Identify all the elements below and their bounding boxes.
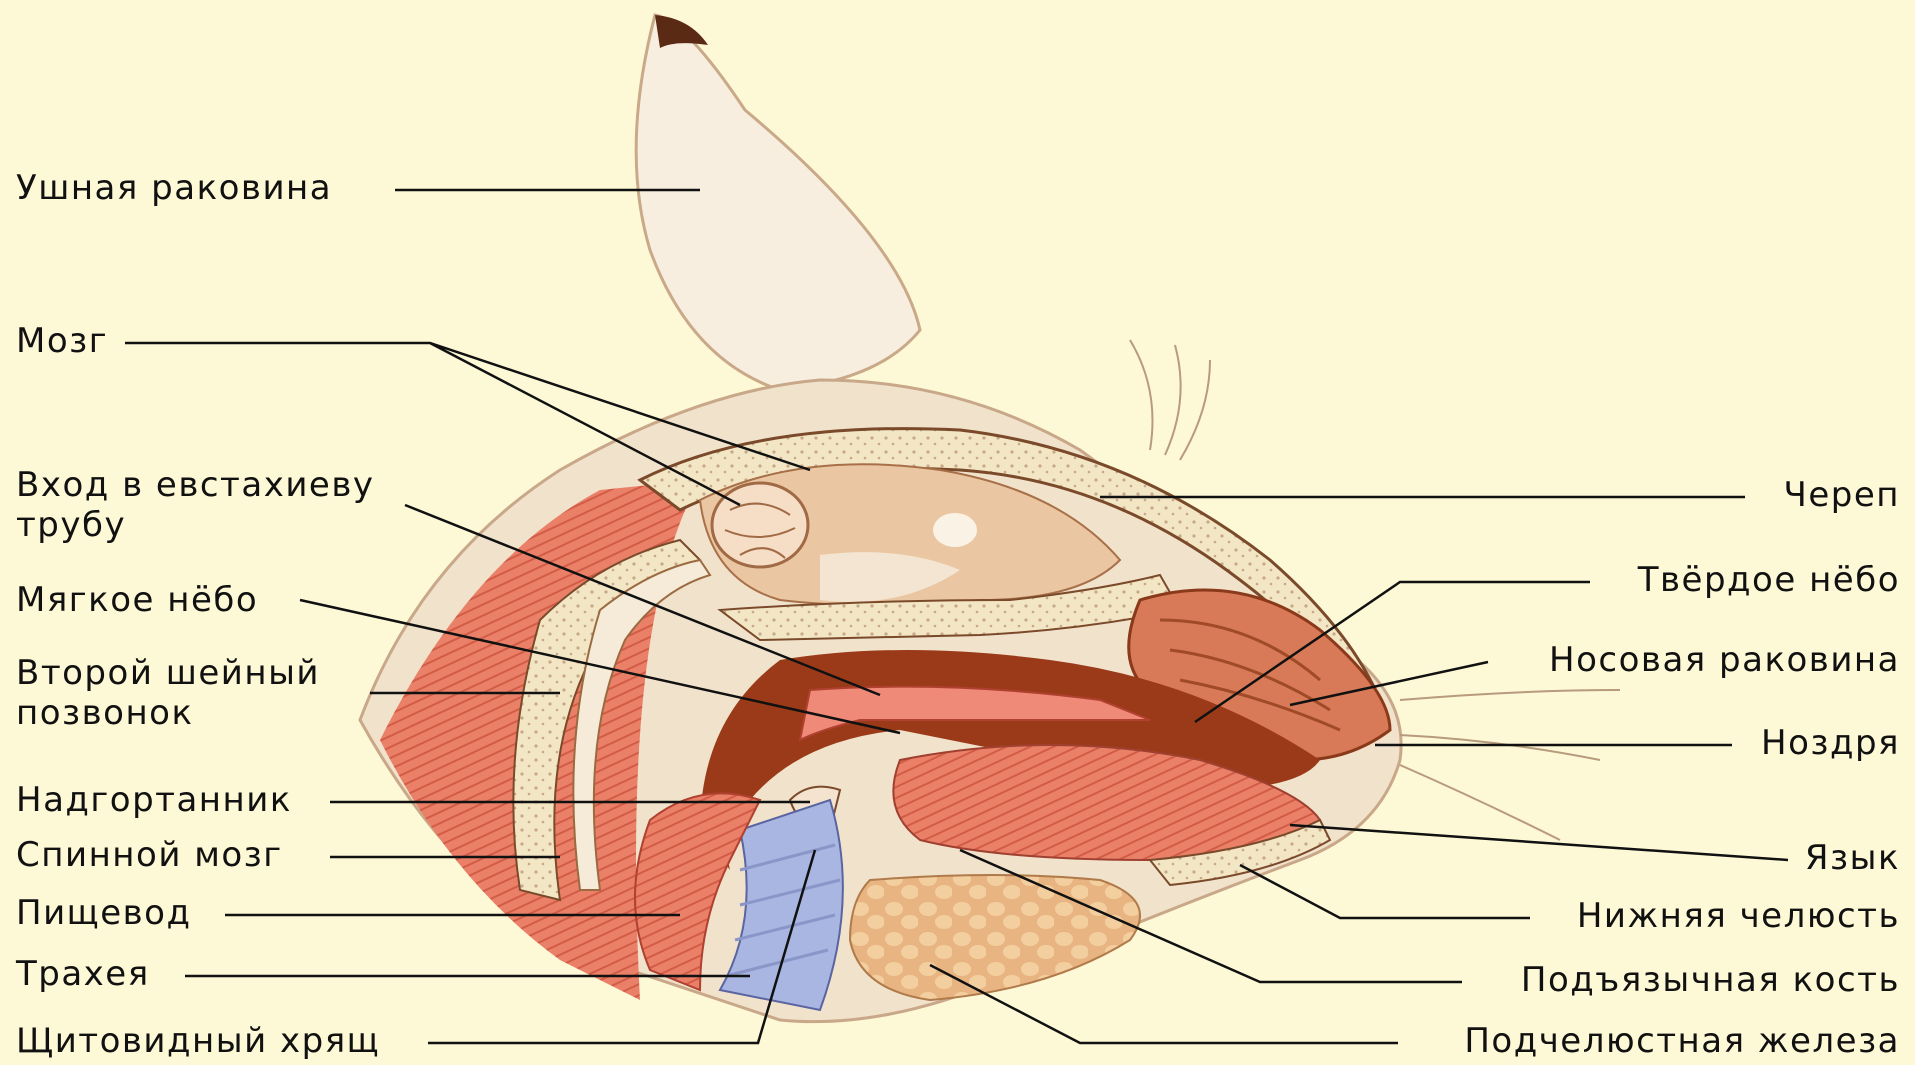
leader-eustachian bbox=[405, 505, 880, 695]
leader-tongue bbox=[1290, 825, 1788, 860]
leader-hard-palate bbox=[1195, 582, 1590, 722]
label-hyoid: Подъязычная кость bbox=[1521, 960, 1900, 1000]
leader-jaw bbox=[1240, 865, 1530, 918]
label-spinal-cord: Спинной мозг bbox=[16, 835, 283, 875]
leader-gland bbox=[930, 965, 1398, 1043]
label-nasal-concha: Носовая раковина bbox=[1549, 640, 1900, 680]
leader-thyroid bbox=[428, 850, 815, 1043]
label-thyroid: Щитовидный хрящ bbox=[16, 1021, 380, 1061]
label-brain: Мозг bbox=[16, 321, 108, 361]
label-eustachian: Вход в евстахиеву трубу bbox=[16, 465, 416, 545]
label-tongue: Язык bbox=[1805, 838, 1900, 878]
label-hard-palate: Твёрдое нёбо bbox=[1638, 560, 1900, 600]
label-gland: Подчелюстная железа bbox=[1464, 1021, 1900, 1061]
leader-hyoid bbox=[960, 850, 1462, 982]
label-skull: Череп bbox=[1784, 475, 1900, 515]
label-epiglottis: Надгортанник bbox=[16, 780, 292, 820]
label-esophagus: Пищевод bbox=[16, 893, 191, 933]
label-ear: Ушная раковина bbox=[16, 168, 332, 208]
label-vertebra: Второй шейный позвонок bbox=[16, 653, 356, 733]
label-nostril: Ноздря bbox=[1761, 723, 1900, 763]
leader-nasal-concha bbox=[1290, 662, 1488, 705]
label-trachea: Трахея bbox=[16, 954, 150, 994]
label-jaw: Нижняя челюсть bbox=[1577, 896, 1900, 936]
label-soft-palate: Мягкое нёбо bbox=[16, 580, 258, 620]
